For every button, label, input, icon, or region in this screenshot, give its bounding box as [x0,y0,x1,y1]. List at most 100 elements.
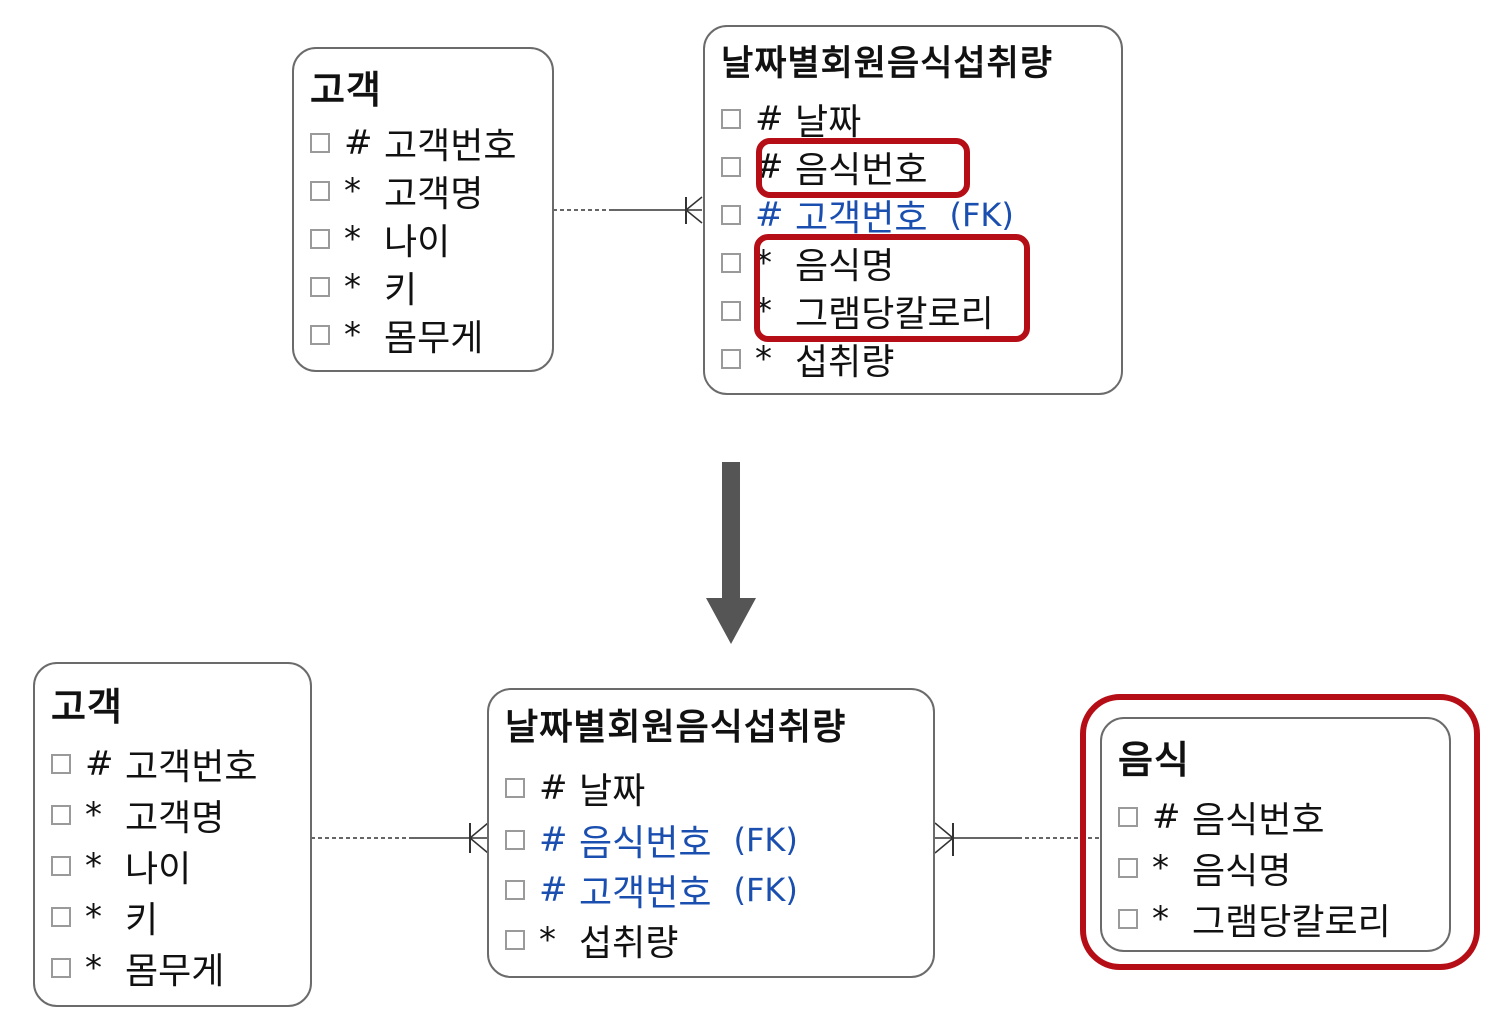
attribute-symbol: # [755,99,784,139]
checkbox-icon [505,830,525,850]
attribute-name: 섭취량 [579,923,679,964]
attribute-name: 몸무게 [384,318,484,359]
attribute-name: 고객번호 [795,198,928,239]
attribute-row: * 나이 [310,215,450,263]
entity-title: 날짜별회원음식섭취량 [721,44,1054,84]
checkbox-icon [51,754,71,774]
attribute-symbol: * [344,315,361,355]
checkbox-icon [1118,909,1138,929]
attribute-row: # 고객번호 [51,740,257,788]
top-intake-entity: 날짜별회원음식섭취량 # 날짜 # 음식번호 # 고객번호 (FK) * 음식명… [703,25,1123,395]
bottom-relationship-line-food [934,822,1100,856]
attribute-name: 키 [384,270,418,311]
checkbox-icon [721,253,741,273]
attribute-symbol: * [344,267,361,307]
bottom-intake-entity: 날짜별회원음식섭취량 # 날짜 # 음식번호 (FK) # 고객번호 (FK) … [487,688,935,978]
attribute-row: # 날짜 [505,764,645,812]
entity-title: 날짜별회원음식섭취량 [505,707,847,748]
attribute-symbol: * [344,171,361,211]
checkbox-icon [721,109,741,129]
attribute-name: 고객번호 [125,747,258,788]
attribute-symbol: * [85,948,102,988]
attribute-symbol: # [85,744,114,784]
attribute-row: # 음식번호 [1118,793,1324,841]
attribute-row: * 섭취량 [505,916,678,964]
attribute-row: * 몸무게 [310,311,483,359]
entity-title: 고객 [310,68,382,112]
checkbox-icon [51,958,71,978]
fk-tag: (FK) [733,821,798,859]
attribute-name: 날짜 [795,102,862,143]
checkbox-icon [505,778,525,798]
entity-title: 음식 [1118,738,1190,782]
attribute-row: # 음식번호 (FK) [505,816,798,864]
attribute-row: # 고객번호 (FK) [721,191,1014,239]
attribute-row: * 그램당칼로리 [1118,895,1391,943]
attribute-row: * 고객명 [51,791,224,839]
bottom-relationship-line-customer [311,822,489,854]
attribute-row: # 고객번호 [310,119,516,167]
checkbox-icon [1118,858,1138,878]
attribute-name: 고객명 [125,798,225,839]
fk-tag: (FK) [733,871,798,909]
attribute-name: 날짜 [579,771,646,812]
attribute-name: 섭취량 [795,342,895,383]
attribute-name: 음식번호 [795,150,928,191]
attribute-name: 음식명 [1192,851,1292,892]
checkbox-icon [721,157,741,177]
attribute-symbol: # [539,870,568,910]
attribute-symbol: # [755,195,784,235]
attribute-row: * 키 [51,893,158,941]
attribute-symbol: * [344,219,361,259]
attribute-name: 음식번호 [579,823,712,864]
transform-arrow-icon [706,462,756,644]
attribute-symbol: * [85,897,102,937]
attribute-name: 음식번호 [1192,800,1325,841]
top-relationship-line [553,196,703,224]
checkbox-icon [310,277,330,297]
highlight-box-food-number [756,138,970,198]
attribute-name: 고객번호 [384,126,517,167]
checkbox-icon [310,181,330,201]
attribute-name: 음식명 [795,246,895,287]
checkbox-icon [721,349,741,369]
bottom-food-entity: 음식 # 음식번호 * 음식명 * 그램당칼로리 [1100,717,1451,952]
fk-tag: (FK) [949,196,1014,234]
attribute-symbol: * [85,846,102,886]
checkbox-icon [51,907,71,927]
attribute-symbol: * [755,339,772,379]
top-customer-entity: 고객 # 고객번호 * 고객명 * 나이 * 키 * 몸무게 [292,47,554,372]
checkbox-icon [310,229,330,249]
attribute-row: * 고객명 [310,167,483,215]
checkbox-icon [310,133,330,153]
attribute-row: # 고객번호 (FK) [505,866,798,914]
attribute-symbol: # [539,768,568,808]
attribute-symbol: * [85,795,102,835]
checkbox-icon [721,205,741,225]
attribute-row: * 키 [310,263,417,311]
attribute-row: * 나이 [51,842,191,890]
attribute-name: 몸무게 [125,951,225,992]
attribute-symbol: * [1152,848,1169,888]
checkbox-icon [51,856,71,876]
checkbox-icon [721,301,741,321]
attribute-row: # 날짜 [721,95,861,143]
attribute-symbol: # [1152,797,1181,837]
attribute-symbol: * [539,920,556,960]
highlight-box-food-attributes [754,234,1030,342]
attribute-row: * 섭취량 [721,335,894,383]
attribute-row: * 몸무게 [51,944,224,992]
highlight-box-food-entity [1080,694,1480,970]
attribute-name: 나이 [384,222,451,263]
attribute-name: 고객명 [384,174,484,215]
checkbox-icon [310,325,330,345]
checkbox-icon [51,805,71,825]
attribute-name: 고객번호 [579,873,712,914]
attribute-name: 그램당칼로리 [1192,902,1391,943]
checkbox-icon [1118,807,1138,827]
checkbox-icon [505,880,525,900]
attribute-symbol: * [1152,899,1169,939]
attribute-name: 나이 [125,849,192,890]
attribute-row: # 음식번호 [721,143,927,191]
attribute-name: 그램당칼로리 [795,294,994,335]
